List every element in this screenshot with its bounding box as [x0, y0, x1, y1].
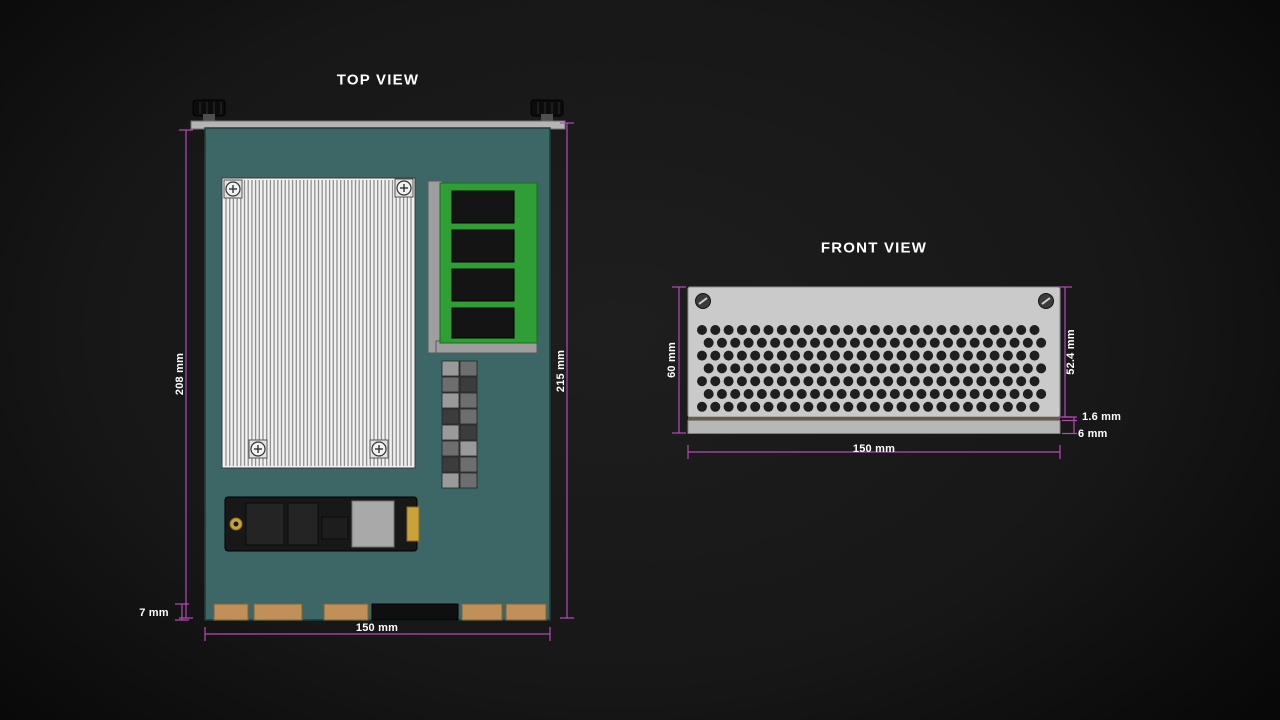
dim-label-lip-height: 6 mm [1078, 428, 1108, 440]
ssd-label [351, 500, 395, 548]
dim-label-board-width: 150 mm [355, 622, 399, 634]
front-view-title: FRONT VIEW [820, 239, 928, 257]
ram-chip [451, 268, 515, 302]
dim-label-board-height: 208 mm [174, 352, 186, 396]
dim-label-front-height: 60 mm [666, 342, 678, 378]
ssd-nand-chip [245, 502, 285, 546]
dim-label-pcb-thickness: 1.6 mm [1082, 411, 1122, 423]
heatsink-fins [225, 180, 412, 466]
thumbscrew-right [530, 99, 564, 122]
front-view-dimensions [672, 286, 1077, 459]
ssd-edge-connector [406, 506, 420, 542]
bottom-lip [687, 420, 1061, 434]
io-connector-stack [441, 360, 478, 489]
dim-label-connector-height: 7 mm [139, 607, 169, 619]
front-panel-screws [695, 293, 1054, 309]
ram-chip [451, 229, 515, 263]
dim-label-panel-height: 52.4 mm [1065, 329, 1077, 375]
top-view-dimensions [175, 122, 574, 641]
thumbscrew-left [192, 99, 226, 122]
m2-ssd [224, 496, 420, 552]
top-view-drawing [175, 99, 574, 641]
ssd-nand-chip [287, 502, 319, 546]
ventilation-holes [697, 325, 1047, 412]
front-view-drawing [672, 286, 1077, 459]
pcb-edge-strip [688, 417, 1060, 421]
heatsink-screws [223, 178, 414, 459]
dim-label-front-width: 150 mm [852, 443, 896, 455]
top-view-title: TOP VIEW [336, 71, 420, 89]
ram-chip [451, 307, 515, 339]
dim-label-overall-height: 215 mm [555, 349, 567, 393]
heatsink [221, 177, 416, 469]
ram-module [427, 180, 538, 354]
bottom-edge-connectors [213, 603, 547, 621]
ssd-controller-chip [321, 516, 349, 540]
ram-chip [451, 190, 515, 224]
